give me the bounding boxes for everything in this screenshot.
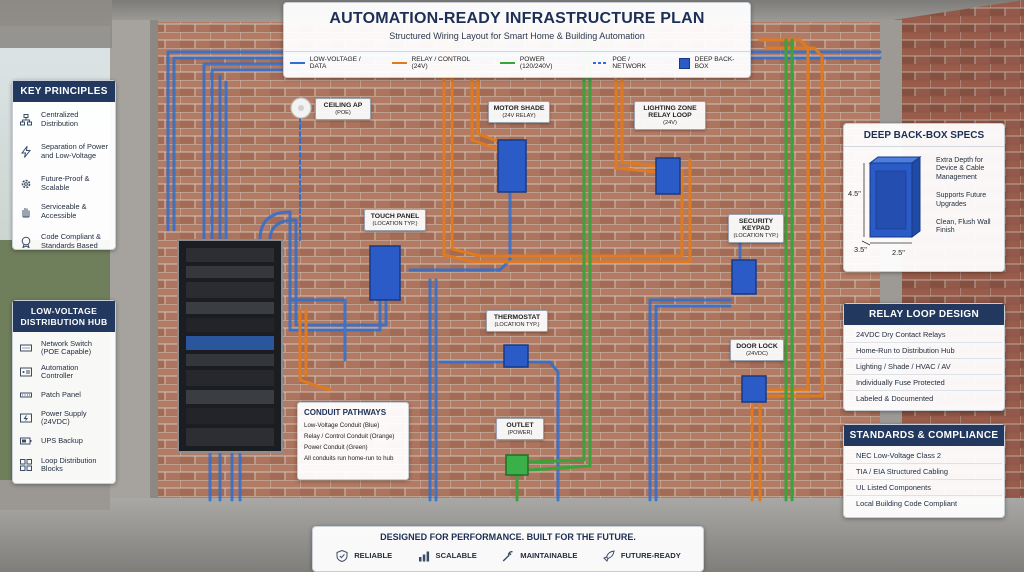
rocket-icon xyxy=(602,549,616,563)
legend-item: DEEP BACK-BOX xyxy=(679,56,744,70)
standards-panel: STANDARDS & COMPLIANCE NEC Low-Voltage C… xyxy=(843,424,1005,518)
back-boxes xyxy=(369,139,767,403)
relay-item: Lighting / Shade / HVAC / AV xyxy=(846,359,1002,375)
power-supply-icon xyxy=(19,411,33,425)
dim-depth: 3.5" xyxy=(854,245,867,254)
standards-item: TIA / EIA Structured Cabling xyxy=(846,464,1002,480)
hub-item: Power Supply (24VDC) xyxy=(19,406,109,430)
conduit-item: All conduits run home-run to hub xyxy=(304,455,394,462)
legend-swatch xyxy=(500,62,515,64)
legend: LOW-VOLTAGE / DATA RELAY / CONTROL (24V)… xyxy=(284,51,750,70)
hub-item: Automation Controller xyxy=(19,360,109,384)
principle-item: Centralized Distribution xyxy=(19,106,109,134)
badge-icon xyxy=(19,235,33,249)
motor-shade-tag: MOTOR SHADE (24V RELAY) xyxy=(488,101,550,123)
standards-item: Local Building Code Compliant xyxy=(856,499,958,508)
conduit-item: Relay / Control Conduit (Orange) xyxy=(304,433,395,440)
legend-item: RELAY / CONTROL (24V) xyxy=(391,56,482,70)
hub-item: UPS Backup xyxy=(19,430,109,452)
shield-icon xyxy=(335,549,349,563)
backbox-title: DEEP BACK-BOX SPECS xyxy=(844,124,1004,147)
network-icon xyxy=(19,113,33,127)
bar-chart-icon xyxy=(417,549,431,563)
conduit-panel: CONDUIT PATHWAYS Low-Voltage Conduit (Bl… xyxy=(297,402,409,480)
key-principles-title: KEY PRINCIPLES xyxy=(13,81,115,102)
door-lock-tag: DOOR LOCK (24VDC) xyxy=(730,339,784,361)
network-rack xyxy=(177,239,283,453)
touch-panel-tag: TOUCH PANEL (LOCATION TYP.) xyxy=(364,209,426,231)
hub-item: Patch Panel xyxy=(19,384,109,406)
battery-icon xyxy=(19,434,33,448)
hub-item: Network Switch (POE Capable) xyxy=(19,336,109,360)
legend-swatch xyxy=(592,62,608,64)
footer-panel: DESIGNED FOR PERFORMANCE. BUILT FOR THE … xyxy=(312,526,704,572)
backbox-item: Clean, Flush Wall Finish xyxy=(936,218,991,235)
switch-icon xyxy=(19,341,33,355)
controller-icon xyxy=(19,365,33,379)
bolt-icon xyxy=(19,145,33,159)
relay-item: 24VDC Dry Contact Relays xyxy=(846,327,1002,343)
standards-title: STANDARDS & COMPLIANCE xyxy=(844,425,1004,446)
principle-item: Separation of Power and Low-Voltage xyxy=(19,134,109,170)
hand-icon xyxy=(19,205,33,219)
backbox-illustration xyxy=(861,156,922,246)
security-keypad-tag: SECURITY KEYPAD (LOCATION TYP.) xyxy=(728,214,784,243)
key-principles-panel: KEY PRINCIPLES Centralized Distribution … xyxy=(12,80,116,250)
dim-width: 2.5" xyxy=(892,248,905,257)
legend-item: POE / NETWORK xyxy=(592,56,662,70)
relay-title: RELAY LOOP DESIGN xyxy=(844,304,1004,325)
legend-swatch xyxy=(391,62,407,64)
footer-badges: RELIABLE SCALABLE MAINTAINABLE FUTURE-RE… xyxy=(313,549,703,563)
hub-panel: LOW-VOLTAGE DISTRIBUTION HUB Network Swi… xyxy=(12,300,116,484)
legend-swatch-box xyxy=(679,57,690,69)
legend-item: POWER (120/240V) xyxy=(500,56,575,70)
conduit-item: Power Conduit (Green) xyxy=(304,444,368,451)
relay-item: Home-Run to Distribution Hub xyxy=(846,343,1002,359)
principle-item: Serviceable & Accessible xyxy=(19,198,109,226)
relay-panel: RELAY LOOP DESIGN 24VDC Dry Contact Rela… xyxy=(843,303,1005,411)
footer-tagline: DESIGNED FOR PERFORMANCE. BUILT FOR THE … xyxy=(380,532,636,542)
conduit-item: Low-Voltage Conduit (Blue) xyxy=(304,422,380,429)
backbox-item: Supports Future Upgrades xyxy=(936,192,987,208)
page-title: AUTOMATION-READY INFRASTRUCTURE PLAN xyxy=(329,10,705,27)
footer-badge: FUTURE-READY xyxy=(602,549,681,563)
gear-icon xyxy=(19,177,33,191)
conduit-title: CONDUIT PATHWAYS xyxy=(304,408,387,417)
standards-item: UL Listed Components xyxy=(846,480,1002,496)
relay-item: Individually Fuse Protected xyxy=(846,375,1002,391)
hub-item: Loop Distribution Blocks xyxy=(19,452,109,478)
standards-item: NEC Low-Voltage Class 2 xyxy=(846,448,1002,464)
blocks-icon xyxy=(19,458,33,472)
outlet-tag: OUTLET (POWER) xyxy=(496,418,544,440)
legend-item: LOW-VOLTAGE / DATA xyxy=(290,56,374,70)
dim-height: 4.5" xyxy=(848,189,861,198)
backbox-item: Extra Depth for Device & Cable Managemen… xyxy=(936,157,985,181)
wrench-icon xyxy=(501,549,515,563)
legend-swatch xyxy=(290,62,305,64)
footer-badge: SCALABLE xyxy=(417,549,477,563)
hub-title: LOW-VOLTAGE DISTRIBUTION HUB xyxy=(13,301,115,333)
principle-item: Future-Proof & Scalable xyxy=(19,170,109,198)
footer-badge: MAINTAINABLE xyxy=(501,549,577,563)
backbox-panel: DEEP BACK-BOX SPECS 4.5" 3.5" 2.5" Extra… xyxy=(843,123,1005,272)
lighting-tag: LIGHTING ZONE RELAY LOOP (24V) xyxy=(634,101,706,130)
principle-item: Code Compliant & Standards Based xyxy=(19,226,109,258)
footer-badge: RELIABLE xyxy=(335,549,392,563)
thermostat-tag: THERMOSTAT (LOCATION TYP.) xyxy=(486,310,548,332)
page-subtitle: Structured Wiring Layout for Smart Home … xyxy=(389,31,645,41)
header-panel: AUTOMATION-READY INFRASTRUCTURE PLAN Str… xyxy=(283,2,751,78)
patch-panel-icon xyxy=(19,388,33,402)
relay-item: Labeled & Documented xyxy=(856,394,934,403)
ceiling-ap-tag: CEILING AP (POE) xyxy=(315,98,371,120)
